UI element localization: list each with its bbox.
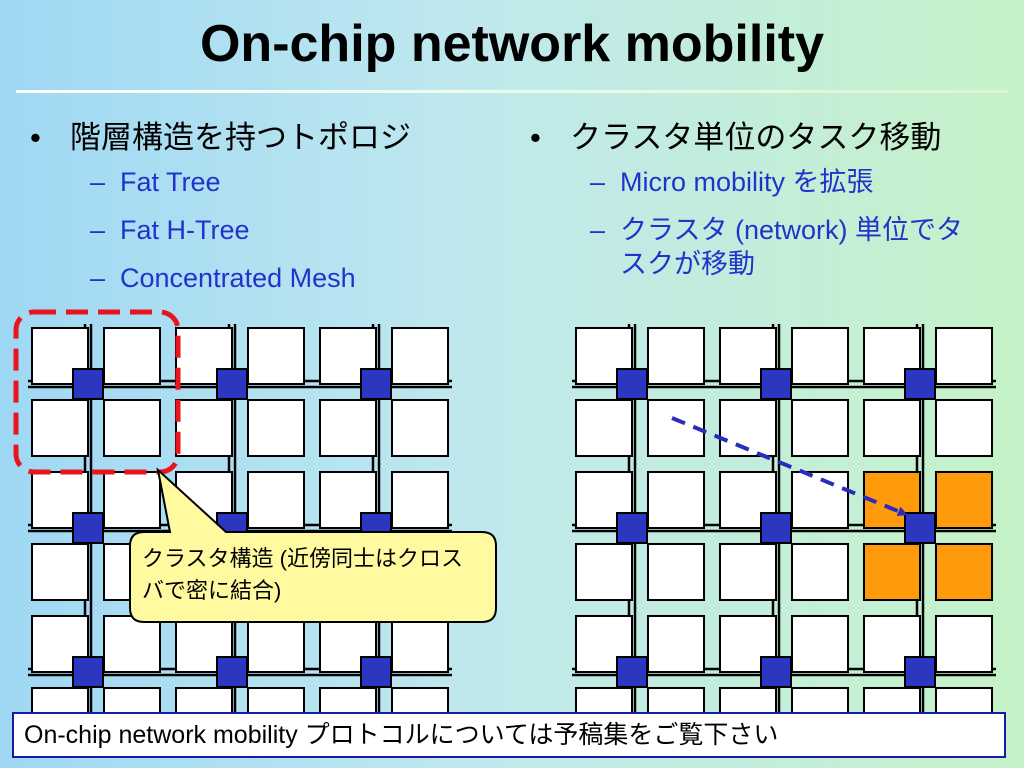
cluster-highlight-box xyxy=(13,309,181,475)
core-tile xyxy=(31,543,89,601)
core-tile xyxy=(247,327,305,385)
dash-marker: – xyxy=(90,215,106,245)
router-node xyxy=(616,368,648,400)
callout-text: クラスタ構造 (近傍同士はクロスバで密に結合) xyxy=(142,546,463,603)
core-tile xyxy=(863,399,921,457)
core-tile xyxy=(247,615,305,673)
router-layer xyxy=(72,368,392,688)
router-node xyxy=(904,656,936,688)
router-node xyxy=(216,368,248,400)
right-subitem: –Micro mobility を拡張 xyxy=(590,165,1010,199)
subitem-text: Concentrated Mesh xyxy=(120,263,356,293)
right-subitem: –クラスタ (network) 単位でタスクが移動 xyxy=(590,213,970,281)
core-tile xyxy=(647,543,705,601)
router-layer xyxy=(616,368,936,688)
core-tile xyxy=(647,471,705,529)
core-tile xyxy=(175,399,233,457)
core-tile xyxy=(791,327,849,385)
core-tile xyxy=(103,471,161,529)
left-bullet-text: 階層構造を持つトポロジ xyxy=(70,120,411,155)
router-node xyxy=(72,656,104,688)
core-tile xyxy=(935,327,993,385)
router-node xyxy=(360,368,392,400)
router-node xyxy=(616,512,648,544)
callout-bubble xyxy=(129,467,497,623)
router-node xyxy=(760,368,792,400)
core-tile xyxy=(319,399,377,457)
core-tile xyxy=(719,615,777,673)
left-subitem: –Fat Tree xyxy=(90,165,500,199)
router-node xyxy=(360,656,392,688)
left-subitem: –Fat H-Tree xyxy=(90,213,500,247)
core-tile xyxy=(247,399,305,457)
core-tile xyxy=(719,399,777,457)
core-tile-migrated xyxy=(935,471,993,529)
core-tile xyxy=(791,399,849,457)
core-tile xyxy=(391,471,449,529)
router-node xyxy=(216,656,248,688)
core-tile xyxy=(103,399,161,457)
bullet-marker: • xyxy=(30,120,41,155)
subitem-text: クラスタ (network) 単位でタスクが移動 xyxy=(620,215,963,279)
router-node xyxy=(72,512,104,544)
left-subitem: –Concentrated Mesh xyxy=(90,261,500,295)
core-layer xyxy=(575,327,993,745)
core-tile xyxy=(647,327,705,385)
dash-marker: – xyxy=(90,263,106,293)
migration-arrow xyxy=(671,416,908,516)
core-tile xyxy=(247,471,305,529)
core-tile xyxy=(391,327,449,385)
subitem-text: Fat Tree xyxy=(120,167,221,197)
router-node xyxy=(904,512,936,544)
core-tile xyxy=(103,615,161,673)
core-tile xyxy=(575,399,633,457)
core-tile xyxy=(935,615,993,673)
dash-marker: – xyxy=(590,167,606,197)
slide-title: On-chip network mobility xyxy=(199,15,825,73)
right-bullet-text: クラスタ単位のタスク移動 xyxy=(570,120,942,155)
left-column: •階層構造を持つトポロジ –Fat Tree –Fat H-Tree –Conc… xyxy=(30,112,500,309)
core-tile xyxy=(647,615,705,673)
core-tile xyxy=(791,543,849,601)
left-bullet: • 階層構造を持つトポロジ xyxy=(30,112,500,157)
router-node xyxy=(616,656,648,688)
core-tile-migrated xyxy=(935,543,993,601)
dash-marker: – xyxy=(90,167,106,197)
right-bullet: • クラスタ単位のタスク移動 xyxy=(530,112,1010,157)
core-tile xyxy=(791,615,849,673)
subitem-text: Fat H-Tree xyxy=(120,215,250,245)
core-tile xyxy=(31,399,89,457)
dash-marker: – xyxy=(590,215,606,245)
right-column: • クラスタ単位のタスク移動 –Micro mobility を拡張 –クラスタ … xyxy=(530,112,1010,295)
router-node xyxy=(904,368,936,400)
core-tile xyxy=(391,615,449,673)
core-tile xyxy=(575,543,633,601)
core-tile xyxy=(935,399,993,457)
title-divider xyxy=(16,90,1008,93)
router-node xyxy=(72,368,104,400)
core-tile xyxy=(391,399,449,457)
router-node xyxy=(760,656,792,688)
right-mesh xyxy=(572,324,996,748)
bullet-marker: • xyxy=(530,120,541,155)
subitem-text: Micro mobility を拡張 xyxy=(620,167,874,197)
core-tile-migrated xyxy=(863,543,921,601)
core-tile xyxy=(719,543,777,601)
router-node xyxy=(760,512,792,544)
core-tile xyxy=(791,471,849,529)
core-tile xyxy=(103,327,161,385)
footer-note: On-chip network mobility プロトコルについては予稿集をご… xyxy=(12,712,1006,758)
